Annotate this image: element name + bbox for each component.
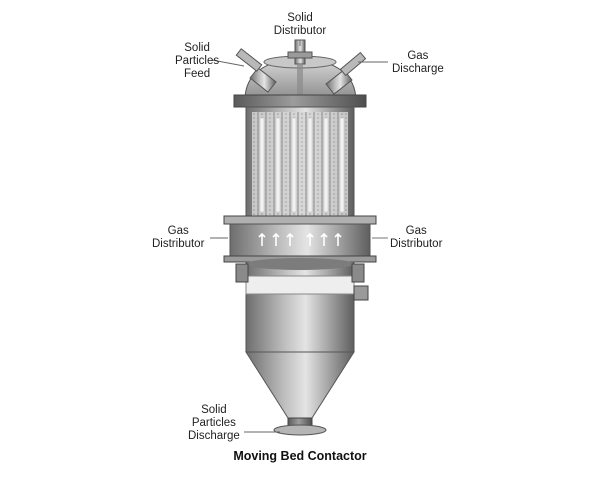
label-discharge-line-2: Particles (188, 417, 240, 430)
gas-distributor-band (224, 216, 376, 262)
label-gas-distributor-right: Gas Distributor (390, 225, 442, 251)
label-gas-distributor-right-line-2: Distributor (390, 238, 442, 251)
label-solid-particles-feed: Solid Particles Feed (175, 42, 219, 81)
label-feed-line-3: Feed (175, 68, 219, 81)
label-gas-discharge-line-1: Gas (392, 50, 444, 63)
label-feed-line-1: Solid (175, 42, 219, 55)
label-gas-discharge: Gas Discharge (392, 50, 444, 76)
label-solid-distributor-line-1: Solid (274, 12, 326, 25)
label-solid-distributor: Solid Distributor (274, 12, 326, 38)
label-solid-particles-discharge: Solid Particles Discharge (188, 404, 240, 443)
label-discharge-line-3: Discharge (188, 430, 240, 443)
tube-bundle (246, 107, 354, 219)
label-gas-distributor-left: Gas Distributor (152, 225, 204, 251)
label-discharge-line-1: Solid (188, 404, 240, 417)
label-feed-line-2: Particles (175, 55, 219, 68)
figure-caption: Moving Bed Contactor (0, 449, 600, 463)
label-gas-distributor-left-line-2: Distributor (152, 238, 204, 251)
discharge-cone (246, 352, 354, 435)
top-flange (234, 95, 366, 107)
label-gas-discharge-line-2: Discharge (392, 63, 444, 76)
lower-vessel-body (236, 258, 368, 352)
label-solid-distributor-line-2: Distributor (274, 25, 326, 38)
label-gas-distributor-left-line-1: Gas (152, 225, 204, 238)
label-gas-distributor-right-line-1: Gas (390, 225, 442, 238)
